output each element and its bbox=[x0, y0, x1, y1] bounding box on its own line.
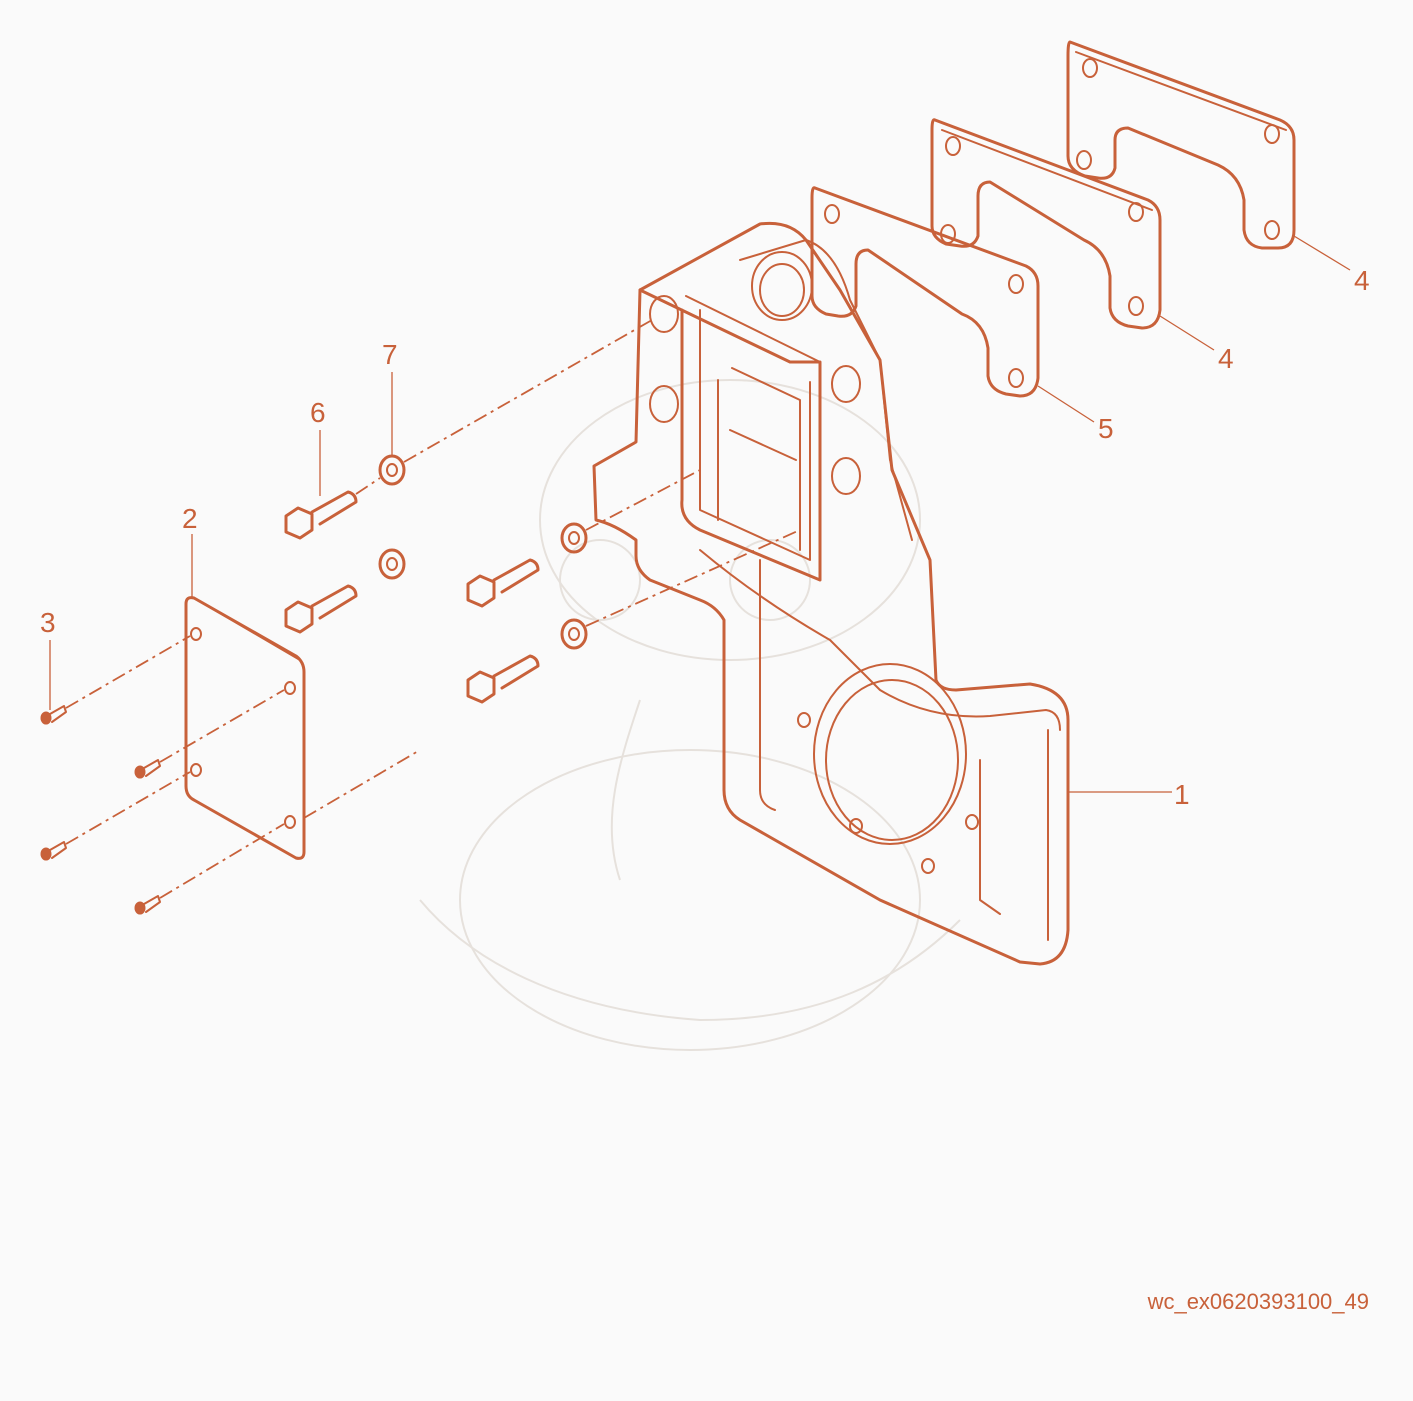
washer bbox=[560, 522, 588, 554]
screw bbox=[134, 759, 161, 779]
callouts: 1 2 3 4 4 5 6 7 bbox=[40, 265, 1370, 810]
housing-1 bbox=[592, 221, 1070, 966]
washer bbox=[378, 454, 406, 486]
screw bbox=[40, 841, 67, 861]
bolt bbox=[466, 654, 540, 704]
screws-3 bbox=[40, 705, 161, 915]
leader-lines bbox=[49, 235, 1351, 793]
bolt bbox=[284, 584, 358, 634]
callout-5: 5 bbox=[1098, 413, 1114, 444]
callout-3: 3 bbox=[40, 607, 56, 638]
bolts-6 bbox=[284, 490, 540, 704]
screw bbox=[40, 705, 67, 725]
assembly-lines bbox=[65, 319, 801, 899]
bolt bbox=[284, 490, 358, 540]
bolt bbox=[466, 558, 540, 608]
gasket-4-rear bbox=[1066, 40, 1296, 250]
cover-plate-2 bbox=[184, 596, 306, 860]
washer bbox=[378, 548, 406, 580]
callout-4-rear: 4 bbox=[1354, 265, 1370, 296]
callout-6: 6 bbox=[310, 397, 326, 428]
washers-7 bbox=[378, 454, 588, 650]
washer bbox=[560, 618, 588, 650]
callout-1: 1 bbox=[1174, 779, 1190, 810]
callout-4-middle: 4 bbox=[1218, 343, 1234, 374]
drawing-code: wc_ex0620393100_49 bbox=[1147, 1289, 1369, 1314]
gasket-5 bbox=[810, 186, 1040, 398]
gasket-4-middle bbox=[930, 118, 1162, 330]
callout-2: 2 bbox=[182, 503, 198, 534]
watermark-figure bbox=[419, 379, 961, 1051]
screw bbox=[134, 895, 161, 915]
callout-7: 7 bbox=[382, 339, 398, 370]
